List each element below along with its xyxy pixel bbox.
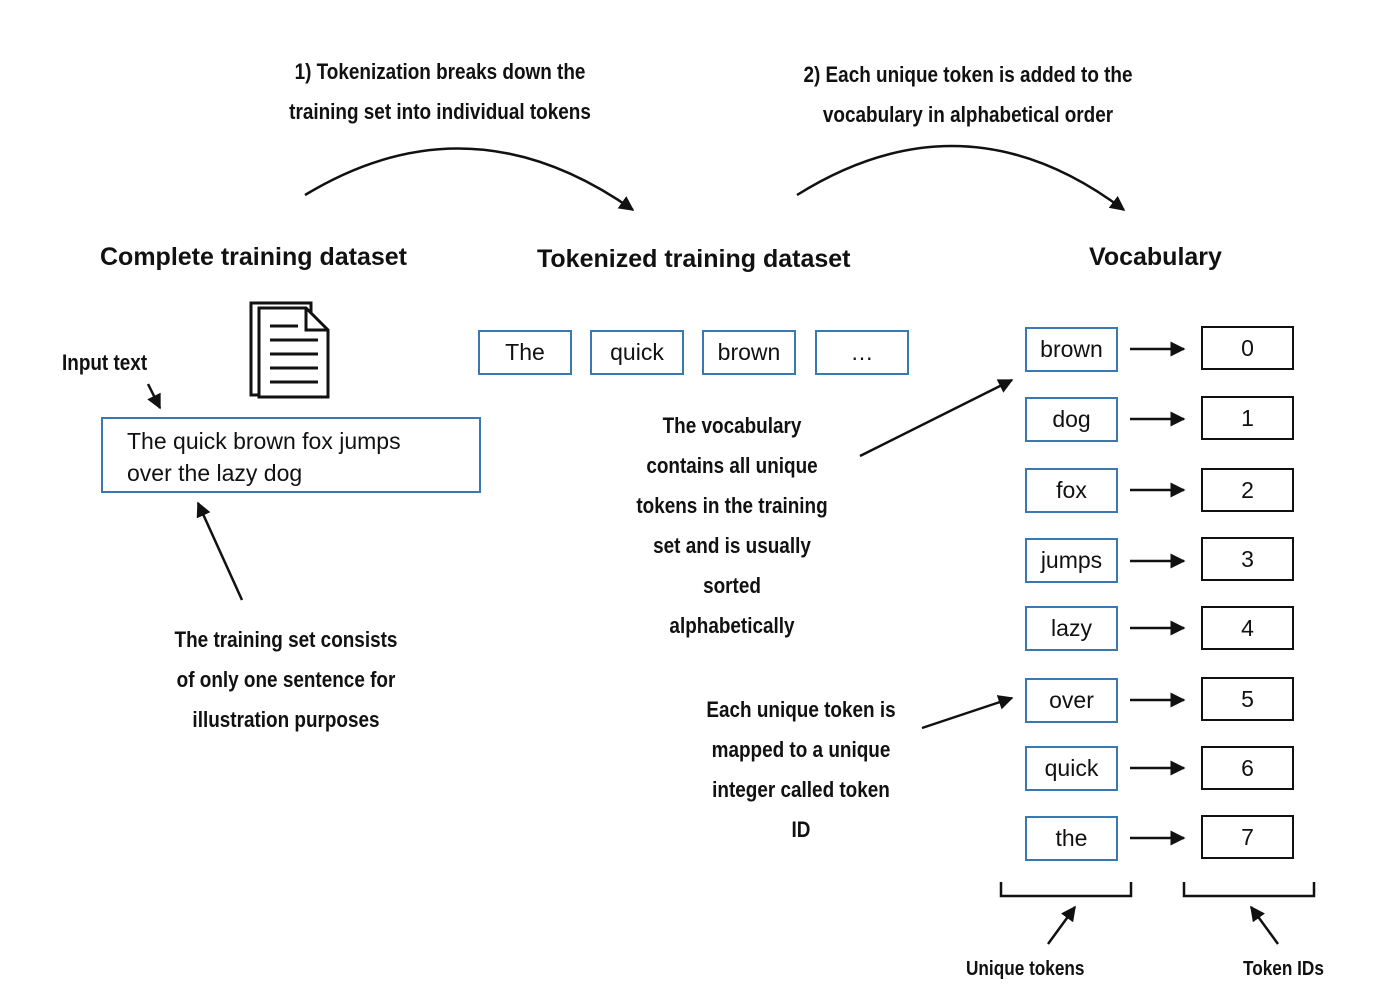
vocab-note-line2: contains all unique	[646, 453, 818, 478]
token-id-box: 4	[1201, 606, 1294, 650]
unique-tokens-arrow	[1046, 905, 1077, 945]
vocab-token-box: fox	[1025, 468, 1118, 513]
token-ids-label: Token IDs	[1243, 958, 1324, 980]
vocab-token-box: dog	[1025, 397, 1118, 442]
token-id-box: 6	[1201, 746, 1294, 790]
vocabulary-note: The vocabulary contains all unique token…	[612, 406, 853, 646]
step2-line2: vocabulary in alphabetical order	[822, 102, 1114, 127]
vocab-note-line4: set and is usually	[653, 533, 811, 558]
token-box: quick	[590, 330, 684, 375]
vocab-token-box: over	[1025, 678, 1118, 723]
unique-tokens-bracket	[999, 882, 1133, 898]
vocab-token-box: quick	[1025, 746, 1118, 791]
token-ids-bracket	[1182, 882, 1316, 898]
token-id-box: 3	[1201, 537, 1294, 581]
vocabulary-note-arrow	[859, 378, 1014, 458]
vocab-token-box: brown	[1025, 327, 1118, 372]
mapping-note-line3: integer called token	[712, 777, 890, 802]
step1-caption: 1) Tokenization breaks down the training…	[268, 52, 612, 132]
mapping-note-line4: ID	[791, 817, 811, 842]
token-box: The	[478, 330, 572, 375]
token-id-box: 7	[1201, 815, 1294, 859]
training-note-line3: illustration purposes	[192, 707, 380, 732]
step1-line1: 1) Tokenization breaks down the	[294, 59, 586, 84]
input-text-line1: The quick brown fox jumps	[127, 428, 401, 454]
step2-caption: 2) Each unique token is added to the voc…	[779, 55, 1157, 135]
document-icon	[249, 301, 330, 399]
token-box-ellipsis: …	[815, 330, 909, 375]
title-complete-dataset: Complete training dataset	[100, 243, 407, 271]
step1-curved-arrow	[304, 147, 635, 212]
input-text-line2: over the lazy dog	[127, 460, 303, 486]
token-id-box: 5	[1201, 677, 1294, 721]
vocab-token-box: lazy	[1025, 606, 1118, 651]
mapping-note-arrow	[921, 695, 1014, 730]
token-box: brown	[702, 330, 796, 375]
input-text-box: The quick brown fox jumps over the lazy …	[101, 417, 481, 493]
step1-line2: training set into individual tokens	[289, 99, 591, 124]
vocab-note-line3: tokens in the training	[636, 493, 828, 518]
title-vocabulary: Vocabulary	[1089, 243, 1222, 271]
vocab-token-box: jumps	[1025, 538, 1118, 583]
mapping-note-line2: mapped to a unique	[711, 737, 891, 762]
training-note-arrow	[196, 501, 244, 601]
vocab-token-box: the	[1025, 816, 1118, 861]
vocab-note-line1: The vocabulary	[662, 413, 802, 438]
step2-curved-arrow	[796, 144, 1126, 211]
input-label-arrow	[146, 383, 162, 410]
token-id-box: 2	[1201, 468, 1294, 512]
mapping-note-line1: Each unique token is	[706, 697, 896, 722]
vocab-note-line5: sorted	[703, 573, 761, 598]
title-tokenized-dataset: Tokenized training dataset	[537, 245, 851, 273]
unique-tokens-label: Unique tokens	[966, 958, 1085, 980]
training-note-line2: of only one sentence for	[176, 667, 396, 692]
token-ids-arrow	[1249, 905, 1280, 945]
training-note-line1: The training set consists	[174, 627, 398, 652]
vocab-note-line6: alphabetically	[669, 613, 795, 638]
token-id-box: 1	[1201, 396, 1294, 440]
training-set-note: The training set consists of only one se…	[148, 620, 423, 740]
mapping-note: Each unique token is mapped to a unique …	[681, 690, 922, 850]
step2-line1: 2) Each unique token is added to the	[803, 62, 1133, 87]
token-id-box: 0	[1201, 326, 1294, 370]
input-text-label: Input text	[62, 350, 148, 375]
